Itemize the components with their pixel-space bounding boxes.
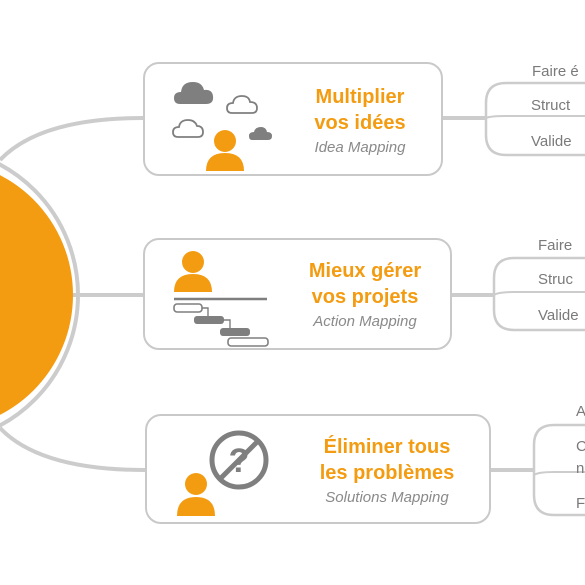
card-title-line1: Éliminer tous — [323, 436, 451, 458]
branch-label: F — [576, 495, 585, 512]
branch-bracket-top — [484, 81, 585, 157]
card-text-2: Mieux gérer vos projets Action Mapping — [285, 258, 445, 332]
branch-divider-top — [485, 115, 585, 119]
person-no-question-icon: ? — [177, 430, 269, 516]
card-title-line2: les problèmes — [319, 462, 455, 484]
card-subtitle: Idea Mapping — [314, 139, 406, 156]
connector-top — [0, 116, 144, 162]
central-node — [0, 175, 73, 415]
branch-label: Valide — [531, 133, 572, 150]
branch-label: Struct — [531, 97, 571, 114]
branch-label: Faire — [538, 237, 573, 254]
branch-label: Faire é — [532, 63, 579, 80]
branch-bracket-bottom — [532, 423, 585, 517]
branch-label: Valide — [538, 307, 579, 324]
connector-bottom — [0, 426, 146, 472]
branch-label: A — [576, 403, 585, 420]
card-title-line2: vos projets — [311, 286, 419, 308]
branch-label: n — [576, 460, 585, 477]
person-gantt-icon — [173, 251, 269, 347]
card-subtitle: Solutions Mapping — [325, 489, 449, 506]
branch-label: Struc — [538, 271, 574, 288]
card-text-3: Éliminer tous les problèmes Solutions Ma… — [292, 434, 482, 508]
card-subtitle: Action Mapping — [313, 313, 417, 330]
card-text-1: Multiplier vos idées Idea Mapping — [285, 84, 435, 158]
branch-divider-middle — [493, 291, 585, 296]
card-title-line1: Multiplier — [315, 86, 405, 108]
card-action-mapping[interactable]: Mieux gérer vos projets Action Mapping — [143, 238, 452, 350]
clouds-person-icon — [172, 82, 272, 171]
card-idea-mapping[interactable]: Multiplier vos idées Idea Mapping — [143, 62, 443, 176]
svg-text:?: ? — [229, 442, 250, 480]
card-title-line2: vos idées — [314, 112, 406, 134]
card-title-line1: Mieux gérer — [308, 260, 422, 282]
central-node-ring — [0, 162, 80, 428]
card-solutions-mapping[interactable]: ? Éliminer tous les problèmes Solutions … — [145, 414, 491, 524]
branch-label: C — [576, 438, 585, 455]
branch-divider-bottom — [533, 471, 585, 476]
